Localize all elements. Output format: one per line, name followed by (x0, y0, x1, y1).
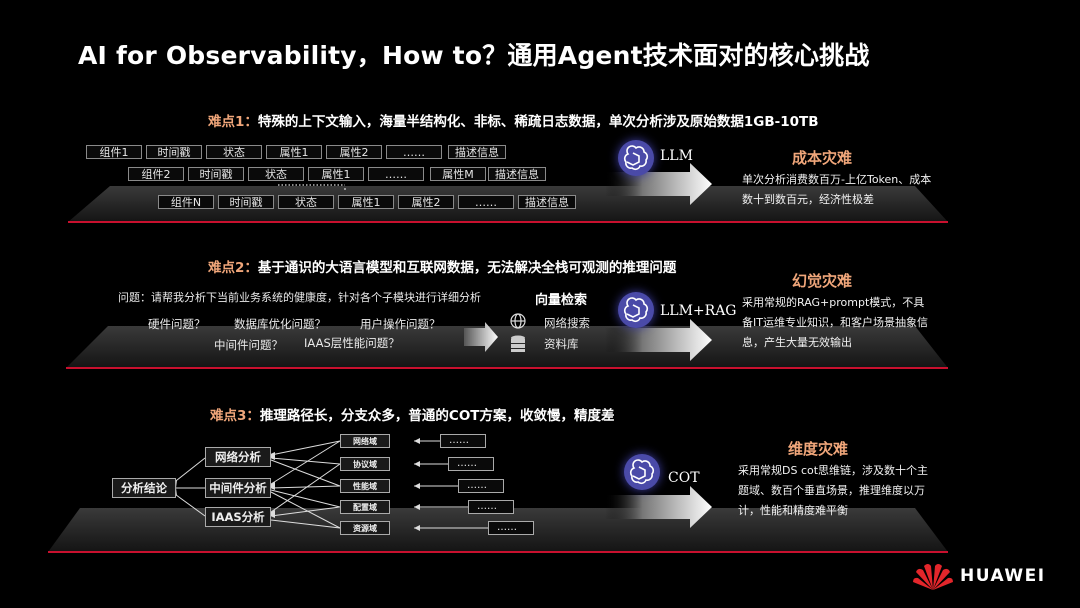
log-chip: 描述信息 (488, 167, 546, 181)
difficulty-3-title: 难点3：推理路径长，分支众多，普通的COT方案，收敛慢，精度差 (210, 404, 615, 424)
placeholder-box: …… (468, 500, 514, 514)
globe-icon (510, 313, 526, 329)
domain-node: 性能域 (340, 479, 390, 493)
question-user-ops: 用户操作问题？ (360, 317, 441, 331)
log-chip: 状态 (248, 167, 304, 181)
log-chip: 组件1 (86, 145, 142, 159)
analysis-conclusion-node: 分析结论 (112, 478, 176, 498)
log-chip: …… (368, 167, 424, 181)
log-chip: 描述信息 (518, 195, 576, 209)
iaas-analysis-node: IAAS分析 (205, 507, 271, 527)
cost-disaster-desc: 单次分析消费数百万-上亿Token、成本数十到数百元，经济性极差 (742, 173, 932, 206)
log-chip: 属性1 (338, 195, 394, 209)
web-search-label: 网络搜索 (544, 316, 590, 330)
vector-search-label: 向量检索 (535, 293, 588, 308)
llm-logo-icon (618, 140, 654, 176)
difficulty-3-text: 推理路径长，分支众多，普通的COT方案，收敛慢，精度差 (259, 408, 615, 424)
huawei-wordmark: HUAWEI (960, 566, 1046, 586)
cost-disaster-heading: 成本灾难 (792, 149, 853, 167)
log-chip: 时间戳 (188, 167, 244, 181)
llm-rag-logo-icon (618, 292, 654, 328)
difficulty-1-title: 难点1：特殊的上下文输入，海量半结构化、非标、稀疏日志数据，单次分析涉及原始数据… (208, 110, 819, 130)
log-chip: 时间戳 (146, 145, 202, 159)
library-label: 资料库 (544, 337, 579, 351)
log-chip: 描述信息 (448, 145, 506, 159)
network-analysis-node: 网络分析 (205, 447, 271, 467)
question-database: 数据库优化问题？ (234, 317, 326, 331)
log-chip: 属性2 (398, 195, 454, 209)
difficulty-1-text: 特殊的上下文输入，海量半结构化、非标、稀疏日志数据，单次分析涉及原始数据1GB-… (257, 114, 819, 130)
log-chip: 状态 (278, 195, 334, 209)
log-chip: 属性M (430, 167, 486, 181)
arrow-3 (605, 486, 712, 528)
placeholder-box: …… (458, 479, 504, 493)
log-chip: 组件N (158, 195, 214, 209)
huawei-logo-icon (913, 564, 953, 590)
dimension-disaster-heading: 维度灾难 (788, 440, 849, 458)
middleware-analysis-node: 中间件分析 (205, 478, 271, 498)
placeholder-box: …… (488, 521, 534, 535)
cot-logo-icon (624, 454, 660, 490)
model-llm-rag-label: LLM+RAG (660, 303, 737, 319)
domain-node: 网络域 (340, 434, 390, 448)
hallucination-disaster-heading: 幻觉灾难 (792, 272, 853, 290)
placeholder-box: …… (440, 434, 486, 448)
dimension-disaster-desc: 采用常规DS cot思维链，涉及数十个主题域、数百个垂直场景，推理维度以万计，性… (738, 464, 929, 517)
domain-node: 资源域 (340, 521, 390, 535)
log-chip: …… (386, 145, 442, 159)
model-llm-label: LLM (660, 148, 693, 164)
platform-2 (66, 326, 948, 368)
question-text: 问题：请帮我分析下当前业务系统的健康度，针对各个子模块进行详细分析 (118, 291, 481, 304)
log-chip: 组件2 (128, 167, 184, 181)
arrow-small-2 (464, 322, 498, 352)
log-chip: 状态 (206, 145, 262, 159)
tree-lines (171, 440, 488, 529)
log-chip: 时间戳 (218, 195, 274, 209)
question-iaas: IAAS层性能问题？ (304, 336, 400, 350)
question-middleware: 中间件问题？ (214, 338, 283, 352)
arrow-2 (605, 319, 712, 361)
hallucination-disaster-desc: 采用常规的RAG+prompt模式，不具备IT运维专业知识，和客户场景抽象信息，… (742, 296, 928, 349)
log-chip: 属性1 (308, 167, 364, 181)
domain-node: 配置域 (340, 500, 390, 514)
placeholder-box: …… (448, 457, 494, 471)
difficulty-3-label: 难点3： (210, 408, 260, 424)
log-chip: 属性2 (326, 145, 382, 159)
model-cot-label: COT (668, 470, 700, 486)
log-chip: 属性1 (266, 145, 322, 159)
domain-node: 协议域 (340, 457, 390, 471)
difficulty-2-label: 难点2： (208, 260, 258, 276)
difficulty-2-title: 难点2：基于通识的大语言模型和互联网数据，无法解决全栈可观测的推理问题 (208, 256, 676, 276)
question-hardware: 硬件问题？ (148, 317, 206, 331)
log-chip: …… (458, 195, 514, 209)
difficulty-1-label: 难点1： (208, 114, 258, 130)
difficulty-2-text: 基于通识的大语言模型和互联网数据，无法解决全栈可观测的推理问题 (257, 260, 677, 276)
database-icon (511, 335, 525, 352)
page-title: AI for Observability，How to？通用Agent技术面对的… (78, 41, 870, 70)
